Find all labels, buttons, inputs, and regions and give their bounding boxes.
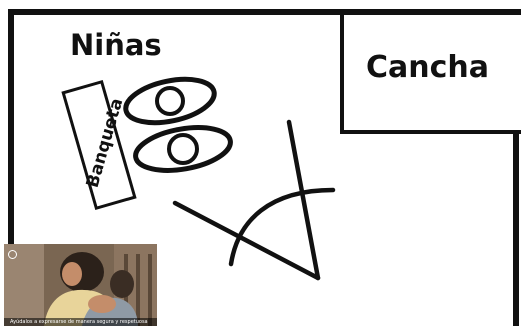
angle-sketch — [172, 119, 336, 281]
eye-lower — [133, 125, 233, 173]
outer-boundary — [8, 9, 521, 326]
cancha-box — [340, 14, 521, 134]
video-logo — [8, 250, 19, 259]
video-overlay[interactable]: Ayúdalos a expresarse de manera segura y… — [4, 244, 157, 326]
cancha-label: Cancha — [366, 50, 490, 85]
video-caption: Ayúdalos a expresarse de manera segura y… — [4, 318, 157, 326]
eye-upper — [123, 76, 217, 126]
banqueta-box — [61, 79, 137, 211]
logo-icon — [8, 250, 17, 259]
video-frame-image — [4, 244, 157, 326]
ninas-label: Niñas — [70, 28, 162, 62]
